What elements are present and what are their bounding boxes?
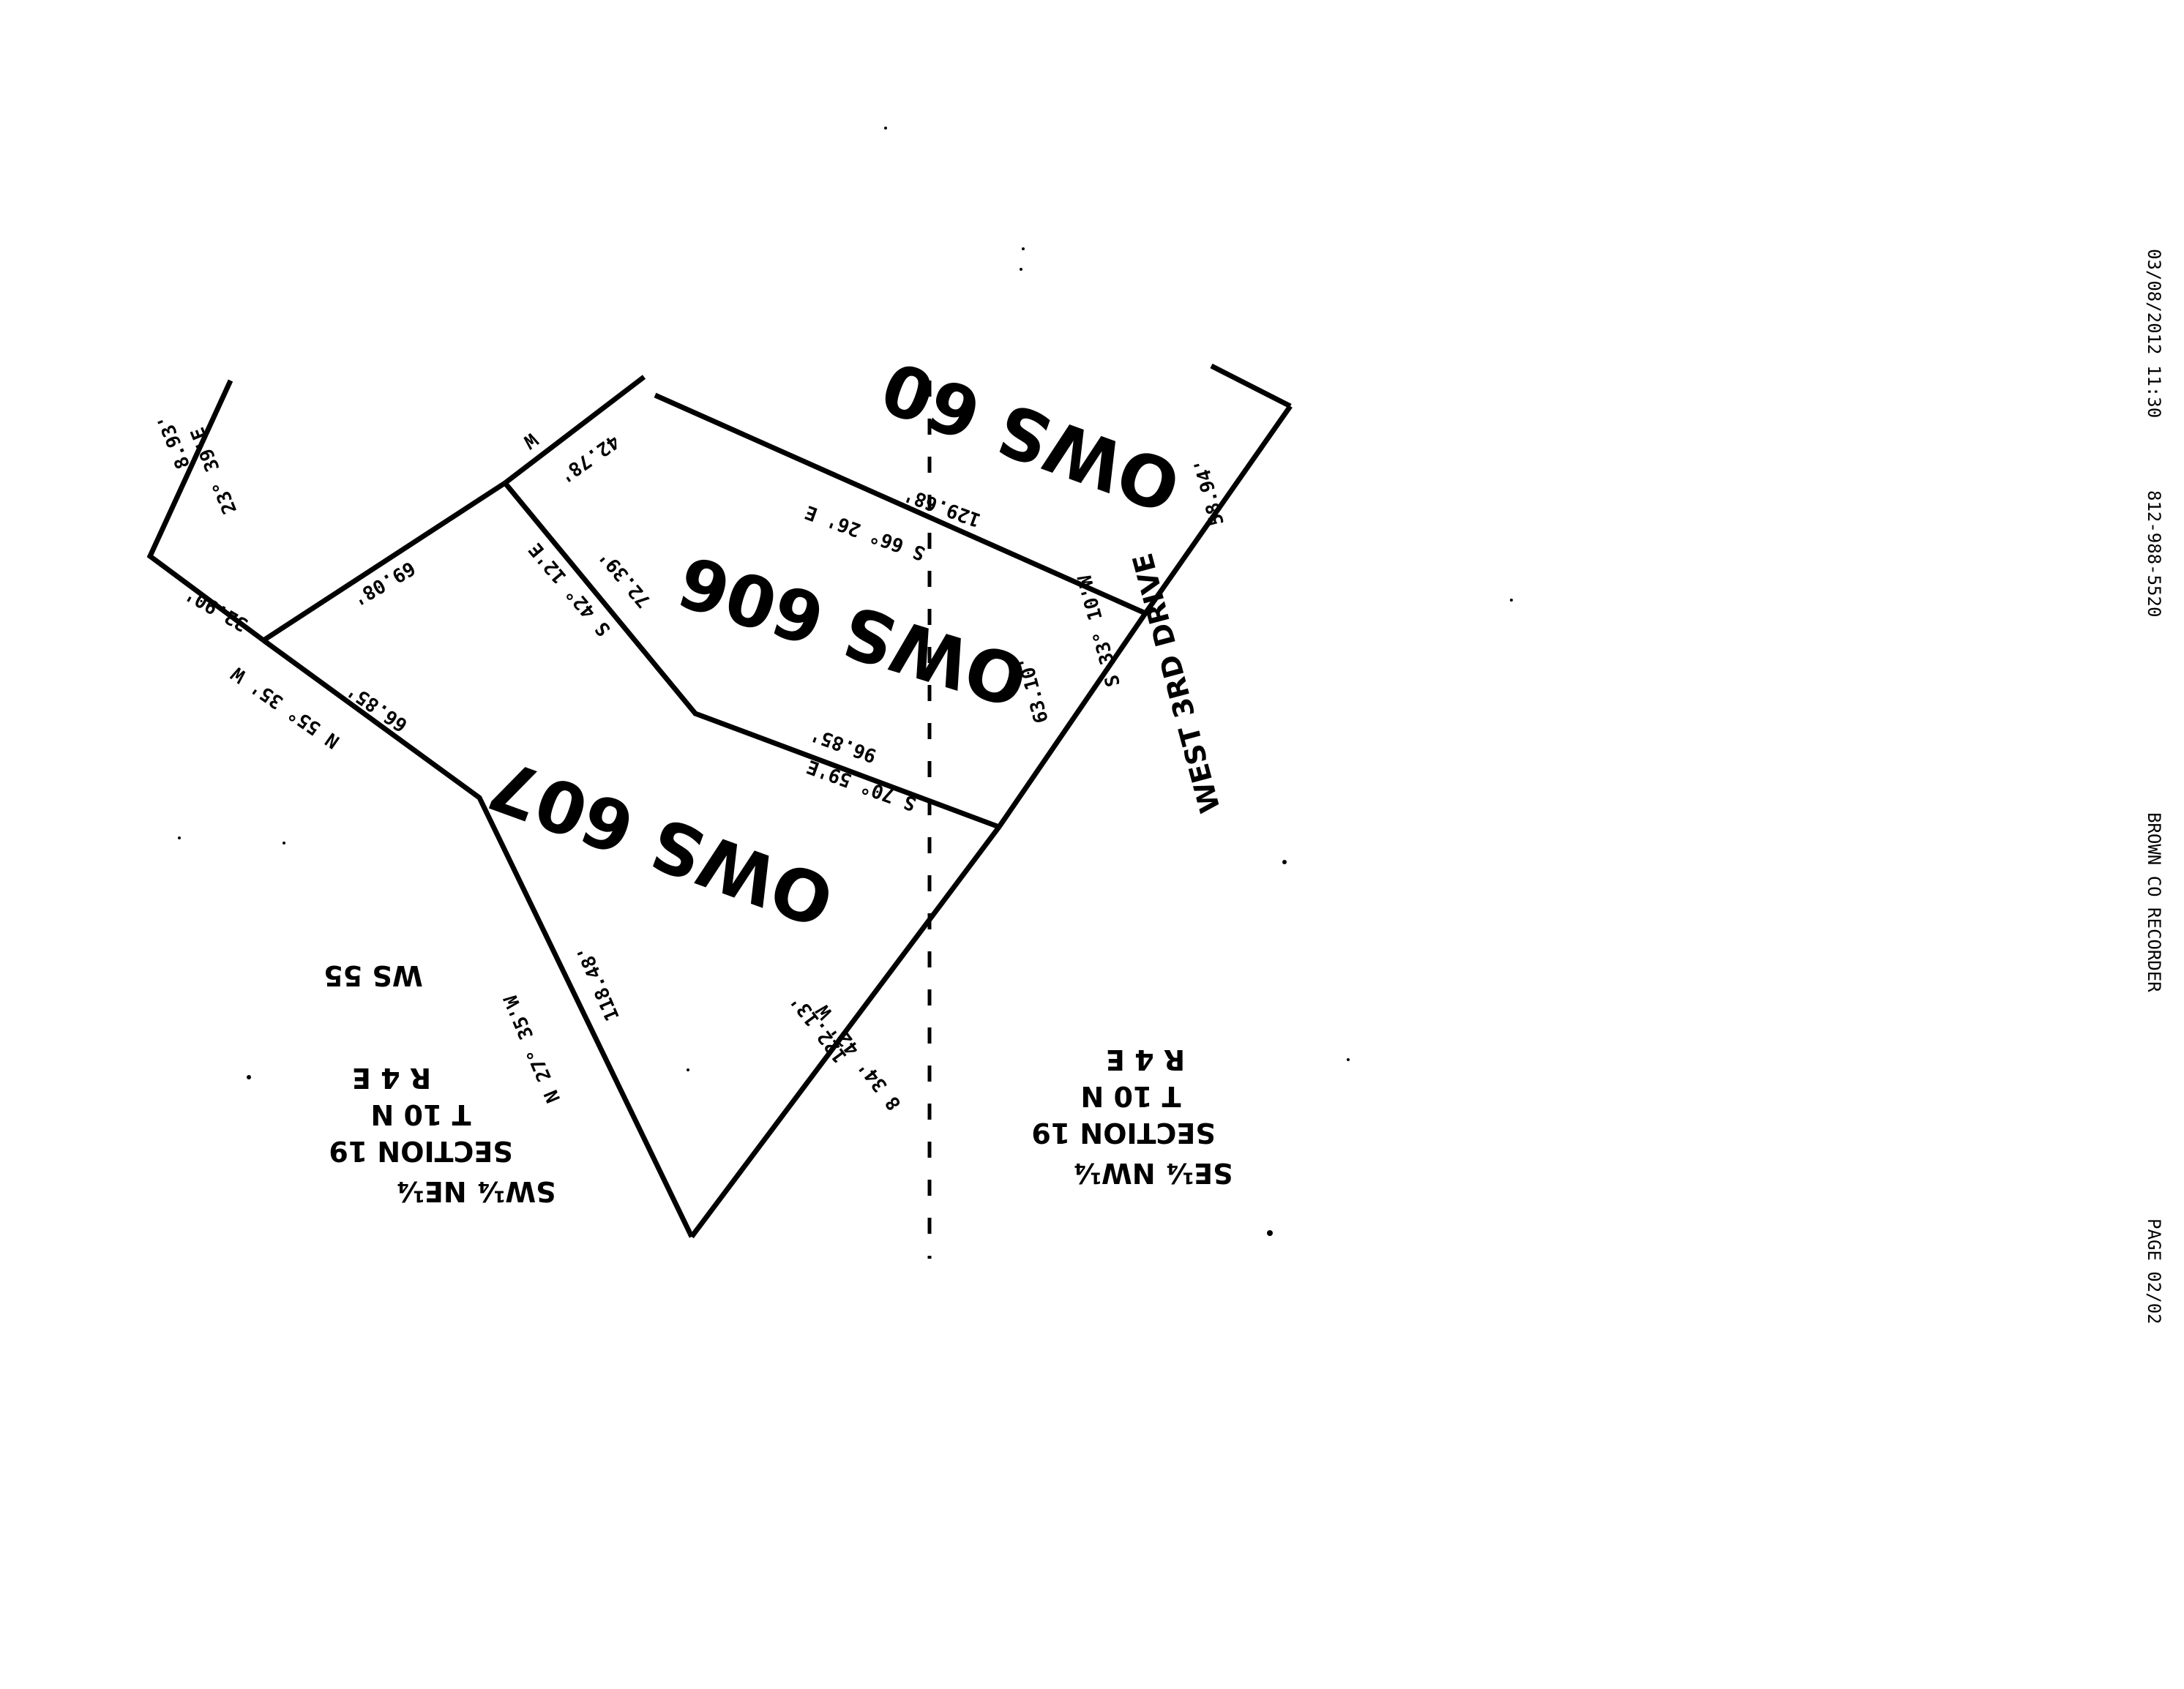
fax-page: PAGE 02/02 [2144, 1218, 2164, 1325]
bearing-606-south: S 70° 59'E [804, 755, 919, 815]
boundary-lot-606-north [654, 392, 1147, 616]
fax-datetime: 03/08/2012 11:30 [2144, 249, 2164, 418]
direction-top-segment: W [519, 428, 541, 453]
fax-header: 03/08/2012 11:30 812-988-5520 BROWN CO R… [2144, 249, 2164, 1325]
street-name: WEST 3RD DRIVE [1126, 550, 1227, 816]
quarter-right-line3: T 10 N [1080, 1080, 1181, 1112]
boundary-lot-606-northwest [503, 375, 646, 485]
bearing-annotations: 23° 39'E 8.93' 32.90' N 55° 35' W 66.85'… [153, 411, 1229, 1115]
fax-sender: BROWN CO RECORDER [2144, 812, 2164, 992]
quarter-left-line2: SECTION 19 [329, 1135, 513, 1167]
fax-phone: 812-988-5520 [2144, 490, 2164, 617]
quarter-left-line3: T 10 N [370, 1098, 471, 1131]
boundary-lot-607-west [261, 638, 695, 1238]
boundary-top-left-parcel [146, 379, 266, 643]
scan-noise [178, 127, 1513, 1236]
distance-top-left: 8.93' [153, 411, 195, 472]
bearing-top-left: 23° 39'E [187, 424, 242, 517]
quarter-left-extra: WS 55 [324, 959, 422, 992]
quarter-left-line1: SW¼ NE¼ [396, 1175, 556, 1207]
quarter-right-line4: R 4 E [1106, 1044, 1185, 1076]
boundary-606-607-divider [503, 481, 1001, 830]
quarter-label-right: SE¼ NW¼ SECTION 19 T 10 N R 4 E [1031, 1044, 1233, 1189]
distance-top-left-side: 32.90' [182, 582, 252, 635]
quarter-label-left: SW¼ NE¼ SECTION 19 T 10 N R 4 E WS 55 [324, 959, 556, 1207]
parcel-boundaries [146, 363, 1293, 1239]
quarter-right-line1: SE¼ NW¼ [1073, 1157, 1233, 1189]
quarter-right-line2: SECTION 19 [1031, 1117, 1216, 1149]
quarter-left-line4: R 4 E [352, 1062, 431, 1094]
boundary-east-street-frontage [997, 404, 1293, 828]
bearing-east-line: S 33° 10'W [1074, 572, 1125, 689]
bearing-607-southwest: N 27° 35'W [500, 992, 565, 1106]
boundary-lot-607-southeast [689, 825, 1001, 1239]
bearing-left-line: N 55° 35' W [228, 662, 344, 753]
lot-label-ows-606: OWS 606 [669, 539, 1036, 722]
distance-east-top: 58.94' [1190, 456, 1229, 528]
boundary-top-right-parcel [1210, 363, 1292, 409]
boundary-lot-606-west [262, 481, 506, 643]
